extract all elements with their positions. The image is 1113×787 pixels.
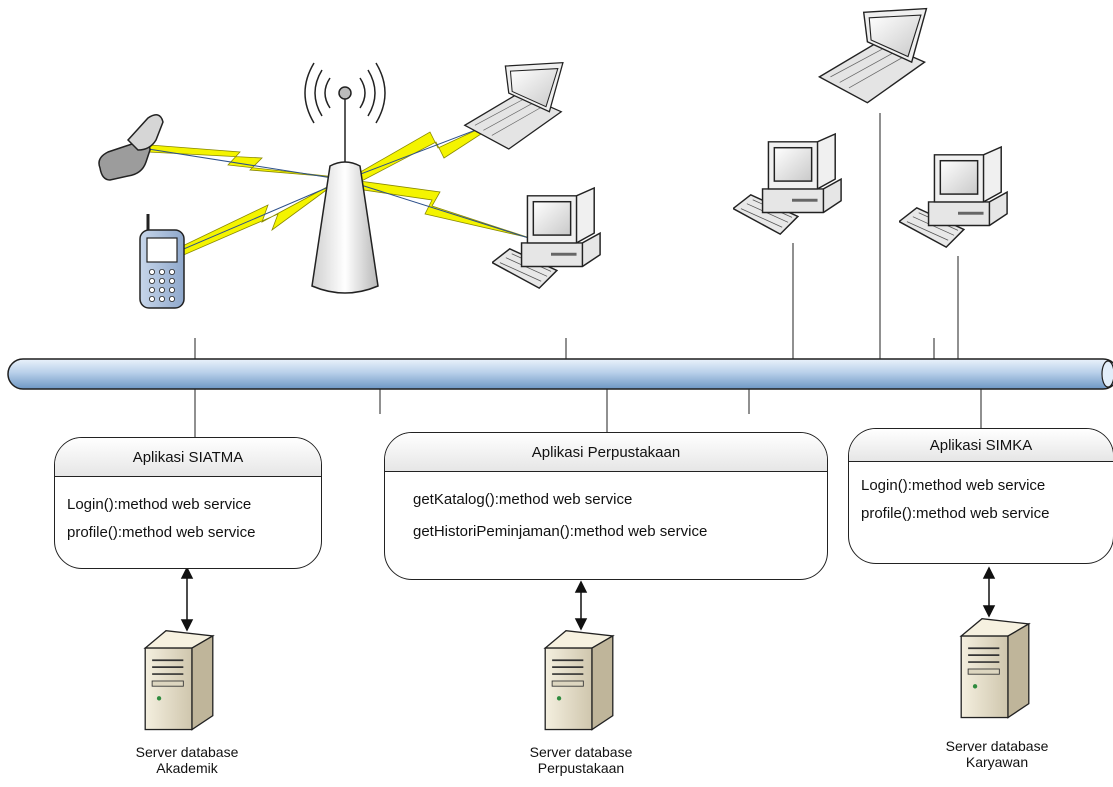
desktop-computer-icon — [899, 146, 1008, 248]
method-item: Login():method web service — [861, 477, 1046, 494]
wireless-links — [147, 111, 531, 261]
method-list: Login():method web service profile():met… — [55, 477, 321, 547]
db-link-arrows — [180, 566, 996, 632]
laptop-icon — [464, 62, 564, 150]
server-label-line: Server database — [945, 738, 1049, 754]
lightning-bolt-icon — [147, 144, 346, 179]
server-label-line: Server database — [529, 744, 633, 760]
lightning-bolt-icon — [349, 179, 531, 239]
method-item: profile():method web service — [861, 505, 1050, 522]
app-title: Aplikasi Perpustakaan — [385, 433, 827, 472]
server-label-line: Akademik — [156, 760, 218, 776]
database-server-icon — [144, 629, 214, 731]
network-backbone — [7, 358, 1113, 390]
method-item: getHistoriPeminjaman():method web servic… — [413, 523, 708, 540]
lightning-bolt-icon — [169, 179, 341, 261]
lightning-bolt-icon — [349, 111, 516, 187]
server-label-line: Server database — [135, 744, 239, 760]
connection-lines — [194, 113, 982, 437]
server-label-line: Karyawan — [965, 754, 1029, 770]
method-item: getKatalog():method web service — [413, 491, 633, 508]
desktop-computer-icon — [492, 187, 601, 289]
wireless-tower-icon — [304, 62, 386, 294]
laptop-icon — [818, 7, 928, 104]
database-server-icon — [960, 617, 1030, 719]
database-server-icon — [544, 629, 614, 731]
app-title: Aplikasi SIMKA — [849, 429, 1113, 462]
server-label-perpustakaan: Server database Perpustakaan — [481, 744, 681, 776]
cell-phone-icon — [139, 214, 185, 309]
desktop-computer-icon — [733, 133, 842, 235]
server-label-akademik: Server database Akademik — [87, 744, 287, 776]
app-box-siatma: Aplikasi SIATMA Login():method web servi… — [54, 437, 322, 569]
method-item: profile():method web service — [67, 524, 256, 541]
app-title: Aplikasi SIATMA — [55, 438, 321, 477]
app-box-simka: Aplikasi SIMKA Login():method web servic… — [848, 428, 1113, 564]
method-list: getKatalog():method web service getHisto… — [385, 472, 827, 548]
app-box-perpustakaan: Aplikasi Perpustakaan getKatalog():metho… — [384, 432, 828, 580]
server-label-line: Perpustakaan — [537, 760, 625, 776]
flip-phone-icon — [98, 114, 164, 181]
method-list: Login():method web service profile():met… — [849, 462, 1113, 528]
method-item: Login():method web service — [67, 496, 252, 513]
server-label-karyawan: Server database Karyawan — [897, 738, 1097, 770]
